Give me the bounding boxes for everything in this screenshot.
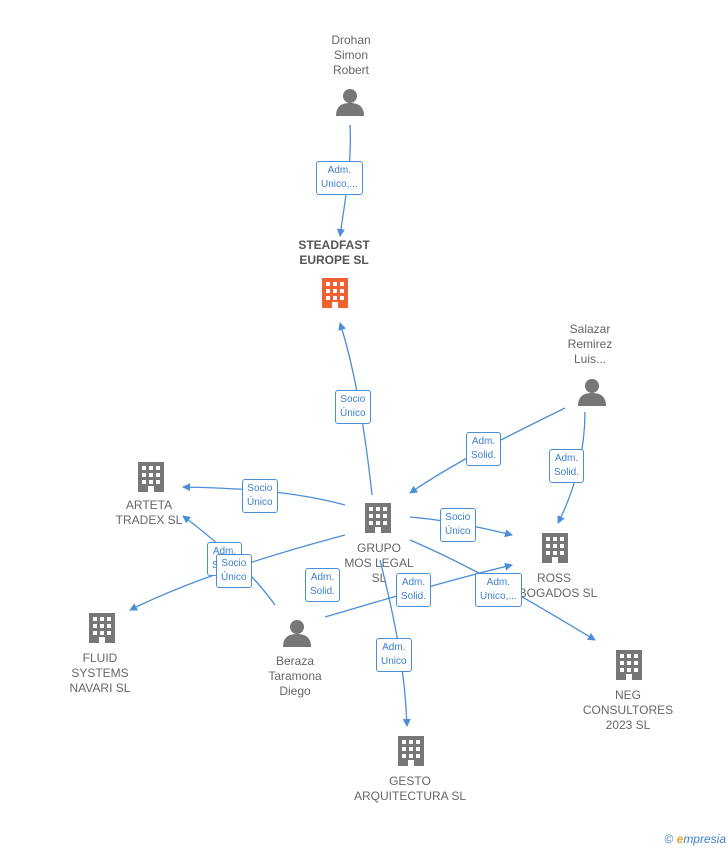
node-label-arteta[interactable]: ARTETA TRADEX SL [115,498,183,527]
edge-label-salazar-ross: Adm. Solid. [549,449,585,483]
node-label-neg[interactable]: NEG CONSULTORES 2023 SL [582,688,674,732]
brand-name: mpresia [683,832,726,846]
building-icon-gesto[interactable] [398,736,424,766]
building-icon-arteta[interactable] [138,462,164,492]
edge-label-grupo-ross: Socio Único [440,508,476,542]
building-icon-ross[interactable] [542,533,568,563]
person-icon-beraza[interactable] [283,620,311,647]
edge-label-grupo-neg: Adm. Unico,... [475,573,522,607]
person-icon-drohan[interactable] [336,89,364,116]
person-icon-salazar[interactable] [578,379,606,406]
node-label-gesto[interactable]: GESTO ARQUITECTURA SL [353,774,467,803]
edge-label-grupo-fluid: Socio Único [216,554,252,588]
node-label-beraza[interactable]: Beraza Taramona Diego [268,654,322,698]
edge-label-beraza-ross: Adm. Solid. [396,573,432,607]
node-label-ross[interactable]: ROSS ABOGADOS SL [510,571,598,600]
edge-label-grupo-gesto: Adm. Unico [376,638,412,672]
brand-initial: e [676,832,684,846]
copyright-icon: © [664,832,674,846]
node-label-grupo[interactable]: GRUPO MOS LEGAL SL [344,541,414,585]
node-label-fluid[interactable]: FLUID SYSTEMS NAVARI SL [69,651,131,695]
edge-label-drohan-steadfast: Adm. Unico,... [316,161,363,195]
edge-label-beraza-grupo: Adm. Solid. [305,568,341,602]
empresia-watermark: © empresia [664,832,726,846]
building-icon-fluid[interactable] [89,613,115,643]
edge-label-grupo-arteta: Socio Único [242,479,278,513]
edge-label-grupo-steadfast: Socio Único [335,390,371,424]
building-icon-grupo[interactable] [365,503,391,533]
node-label-steadfast[interactable]: STEADFAST EUROPE SL [298,238,370,267]
building-icon-steadfast[interactable] [322,278,348,308]
building-icon-neg[interactable] [616,650,642,680]
node-label-salazar[interactable]: Salazar Remirez Luis... [567,322,613,366]
node-label-drohan[interactable]: Drohan Simon Robert [331,33,371,77]
edge-label-salazar-grupo: Adm. Solid. [466,432,502,466]
